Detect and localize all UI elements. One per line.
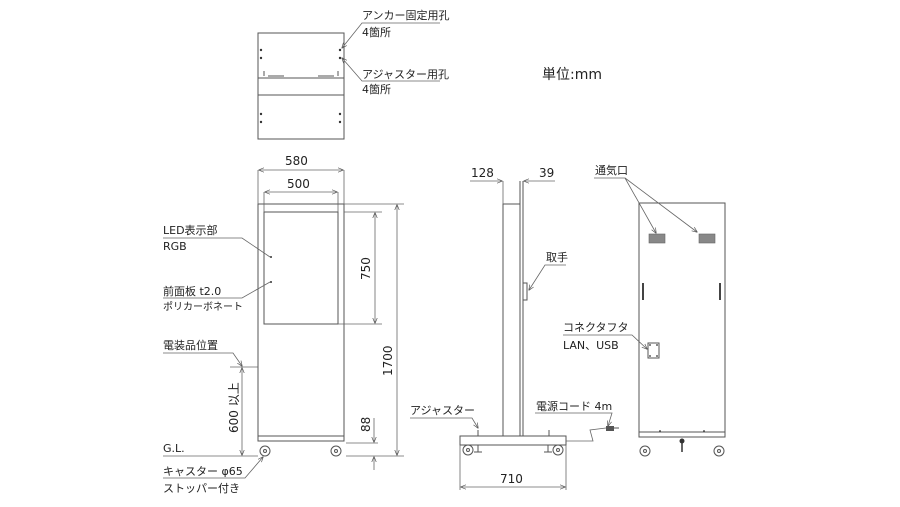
dim-base-width: 710 (500, 472, 523, 486)
adjuster-hole-count: 4箇所 (362, 82, 391, 96)
back-view: 通気口 コネクタフタ LAN、USB (563, 163, 726, 457)
top-view: アンカー固定用孔 4箇所 アジャスター用孔 4箇所 (257, 8, 450, 140)
anchor-hole-label: アンカー固定用孔 (362, 8, 450, 22)
dim-outer-width: 580 (285, 154, 308, 168)
front-view: 580 500 750 1700 88 600 以上 G.L. LED表示部 R… (163, 154, 404, 495)
dim-base-height: 88 (359, 417, 373, 432)
dim-panel-width: 500 (287, 177, 310, 191)
dim-equipment-height: 600 以上 (227, 382, 241, 433)
dim-panel-height: 750 (359, 257, 373, 280)
unit-label: 単位:mm (542, 67, 602, 83)
dim-depth-right: 39 (539, 166, 554, 180)
electrical-position-label: 電装品位置 (163, 338, 218, 352)
adjuster-label: アジャスター (410, 404, 475, 417)
caster-sub: ストッパー付き (163, 482, 240, 495)
dim-depth-left: 128 (471, 166, 494, 180)
front-panel-sub: ポリカーボネート (163, 301, 243, 313)
caster-label: キャスター φ65 (163, 465, 243, 478)
adjuster-hole-label: アジャスター用孔 (362, 68, 449, 81)
front-panel-label: 前面板 t2.0 (163, 284, 221, 298)
connector-cover-label: コネクタフタ (563, 321, 629, 334)
connector-cover-sub: LAN、USB (563, 339, 619, 352)
anchor-hole-count: 4箇所 (362, 25, 391, 39)
handle-label: 取手 (546, 250, 568, 264)
vent-label: 通気口 (595, 163, 628, 177)
side-view: 128 39 710 取手 アジャスター 電源コード 4m (410, 166, 619, 490)
led-display-sub: RGB (163, 240, 187, 253)
power-cord-label: 電源コード 4m (536, 399, 612, 413)
ground-level-label: G.L. (163, 442, 185, 455)
dim-total-height: 1700 (381, 345, 395, 376)
led-display-label: LED表示部 (163, 223, 218, 237)
